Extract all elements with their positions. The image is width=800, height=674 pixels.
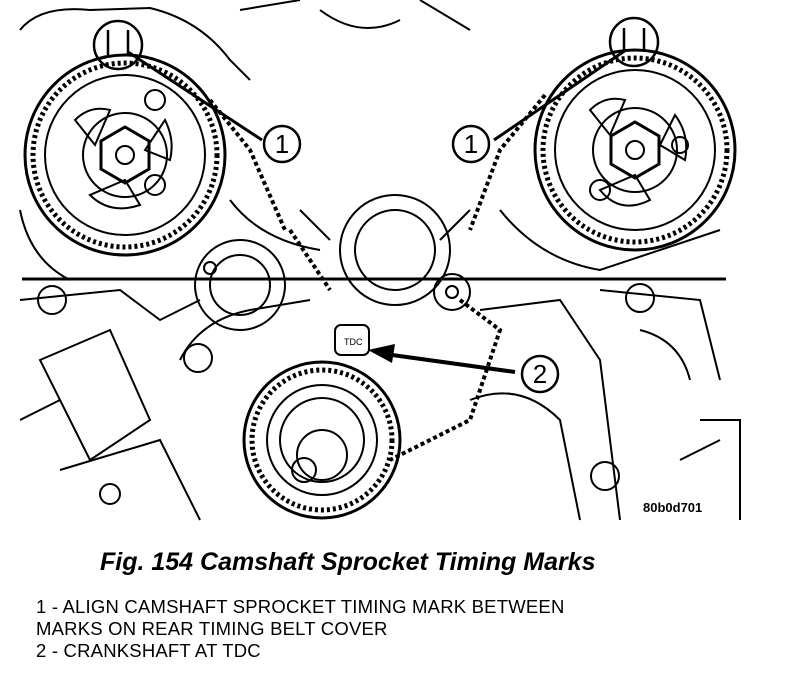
svg-text:2: 2	[533, 359, 547, 389]
drawing-code: 80b0d701	[643, 500, 703, 515]
tdc-arrow	[368, 344, 516, 374]
timing-belt	[208, 93, 547, 462]
legend: 1 - ALIGN CAMSHAFT SPROCKET TIMING MARK …	[36, 596, 565, 662]
legend-line: 2 - CRANKSHAFT AT TDC	[36, 640, 261, 661]
right-camshaft-sprocket	[533, 48, 737, 252]
left-camshaft-sprocket	[23, 53, 227, 257]
svg-text:1: 1	[464, 129, 478, 159]
leader-lines	[127, 48, 627, 142]
svg-text:1: 1	[275, 129, 289, 159]
callout-1-right: 1	[451, 124, 491, 164]
tdc-label: TDC	[344, 337, 363, 347]
callout-1-left: 1	[262, 124, 302, 164]
legend-line: MARKS ON REAR TIMING BELT COVER	[36, 618, 388, 639]
legend-line: 1 - ALIGN CAMSHAFT SPROCKET TIMING MARK …	[36, 596, 565, 617]
timing-diagram: 1 1 2 TDC	[19, 0, 741, 521]
idler-area	[37, 194, 655, 505]
callout-2: 2	[520, 354, 560, 394]
crankshaft-sprocket	[242, 324, 402, 520]
engine-outline	[19, 0, 741, 521]
timing-mark-indicators	[92, 16, 660, 71]
figure-caption: Fig. 154 Camshaft Sprocket Timing Marks	[100, 548, 596, 576]
